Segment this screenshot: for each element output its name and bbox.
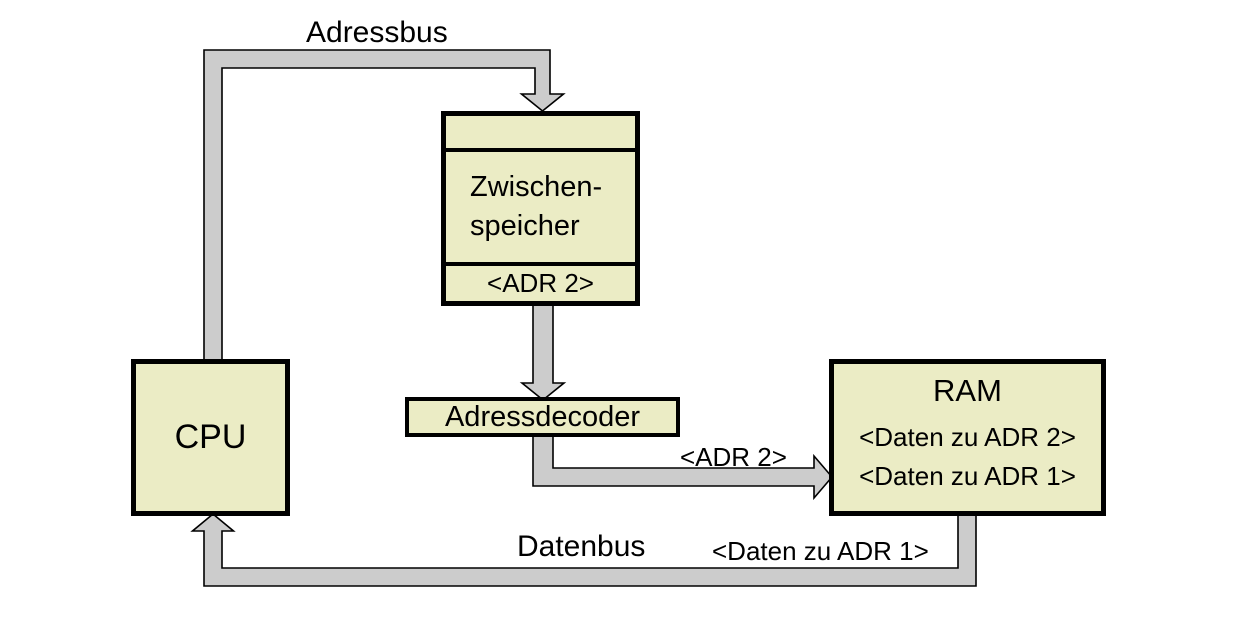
ram-node: RAM <Daten zu ADR 2> <Daten zu ADR 1>	[829, 359, 1106, 516]
decoder-to-ram-arrow	[532, 434, 834, 501]
data-bus-arrow	[190, 512, 977, 587]
ram-title: RAM	[933, 373, 1002, 408]
data-bus-label: Datenbus	[517, 530, 646, 563]
buffer-to-decoder-arrow	[519, 302, 567, 402]
daten-zu-adr1-bus-label: <Daten zu ADR 1>	[712, 536, 929, 566]
zwischenspeicher-node: Zwischen- speicher <ADR 2>	[441, 111, 640, 306]
cpu-node: CPU	[131, 359, 290, 516]
zwischenspeicher-title: Zwischen- speicher	[446, 152, 635, 266]
cpu-label: CPU	[174, 418, 247, 456]
zwischenspeicher-title-line1: Zwischen-	[470, 171, 603, 203]
adressdecoder-label: Adressdecoder	[444, 400, 641, 433]
zwischenspeicher-empty-slot	[446, 116, 635, 152]
ram-entry-adr1: <Daten zu ADR 1>	[859, 461, 1076, 491]
zwischenspeicher-title-line2: speicher	[470, 210, 580, 242]
ram-entry-adr2: <Daten zu ADR 2>	[859, 422, 1076, 452]
adr2-bus-label: <ADR 2>	[680, 442, 787, 472]
zwischenspeicher-adr2-value: <ADR 2>	[487, 268, 594, 298]
address-bus-arrow	[203, 49, 566, 363]
address-bus-label: Adressbus	[306, 16, 448, 49]
adressdecoder-node: Adressdecoder	[405, 397, 680, 437]
zwischenspeicher-adr2-slot: <ADR 2>	[446, 266, 635, 301]
